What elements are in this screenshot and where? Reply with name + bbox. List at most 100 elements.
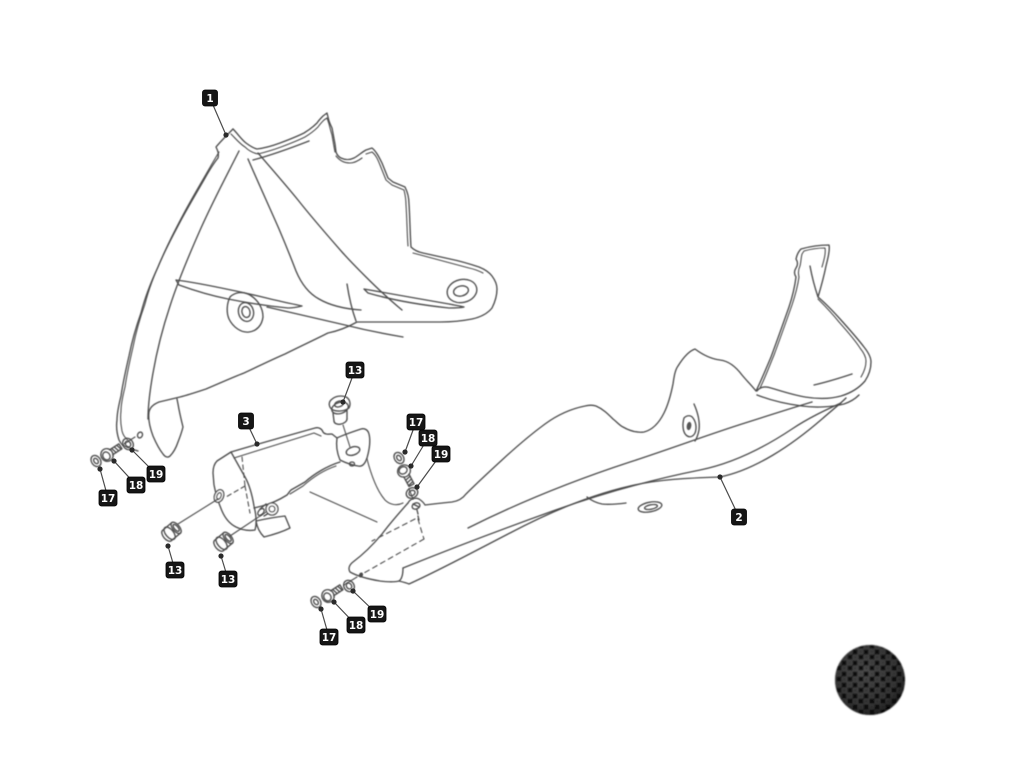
lower-cowl-crease — [467, 401, 813, 529]
callout-18[interactable]: 18 — [331, 599, 366, 634]
callout-anchor-dot — [350, 588, 356, 594]
lower-cowl-bottom-hem — [402, 402, 842, 569]
callout-number: 3 — [242, 416, 249, 428]
bracket-top-edge — [230, 427, 338, 453]
callout-box — [146, 465, 166, 483]
callout-box — [238, 412, 254, 430]
callout-18[interactable]: 18 — [111, 458, 146, 494]
lower-cowl-tip-hole — [358, 572, 364, 578]
callout-2[interactable]: 2 — [717, 474, 747, 526]
upper-cowl-foot-hole — [136, 431, 144, 439]
upper-cowl-left-edge — [115, 128, 234, 452]
callout-anchor-dot — [414, 484, 420, 490]
callout-19[interactable]: 19 — [129, 447, 166, 483]
callout-19[interactable]: 19 — [350, 588, 387, 623]
callout-box — [202, 89, 218, 107]
callout-anchor-dot — [717, 474, 723, 480]
screw-18-left — [97, 440, 125, 465]
lower-cowl-top-edge — [407, 244, 872, 506]
callout-box — [431, 445, 451, 463]
lower-cowl-fin-hem — [759, 247, 867, 389]
upper-cowl-neck-crease — [252, 140, 310, 161]
callout-anchor-dot — [111, 458, 117, 464]
part-lower-cowling[interactable] — [348, 244, 872, 585]
lower-cowl-fin-crease — [813, 373, 853, 386]
callout-anchor-dot — [318, 606, 324, 612]
bracket-small-hole — [348, 461, 356, 467]
callout-number: 13 — [168, 565, 183, 577]
part-mounting-bracket[interactable] — [212, 427, 371, 538]
callout-13[interactable]: 13 — [340, 361, 365, 405]
callout-number: 13 — [348, 365, 363, 377]
callout-anchor-dot — [254, 441, 260, 447]
lower-cowl-fin-fold — [809, 265, 819, 298]
well-nut-13-left — [158, 519, 185, 545]
lower-cowl-teardrop-crease — [693, 403, 700, 442]
bracket-flange-slot — [345, 445, 361, 457]
bracket-bottom-tab — [255, 515, 291, 538]
callout-3[interactable]: 3 — [238, 412, 260, 447]
upper-cowl-outline — [148, 112, 498, 458]
callout-box — [346, 616, 366, 634]
callout-13[interactable]: 13 — [218, 553, 238, 588]
callout-number: 18 — [349, 620, 364, 632]
upper-cowl-sliver-panel — [175, 279, 303, 309]
callout-18[interactable]: 18 — [408, 429, 438, 469]
upper-cowl-top-hem — [230, 117, 409, 247]
screw-18-mid — [394, 461, 418, 489]
callout-13[interactable]: 13 — [165, 543, 185, 579]
callout-box — [406, 413, 426, 431]
callout-number: 19 — [149, 469, 164, 481]
lower-cowl-teardrop-hole — [682, 415, 697, 438]
upper-cowl-lower-crease — [266, 306, 404, 338]
callout-17[interactable]: 17 — [402, 413, 426, 455]
callout-anchor-dot — [223, 132, 229, 138]
bracket-nose — [212, 451, 257, 532]
lower-cowl-check-crease — [586, 496, 627, 506]
well-nut-13-right — [210, 529, 237, 555]
bracket-hidden-lines — [225, 456, 251, 514]
callout-number: 19 — [370, 609, 385, 621]
callout-1[interactable]: 1 — [202, 89, 229, 138]
callout-number: 17 — [322, 632, 337, 644]
bracket-face-slot-line — [289, 465, 337, 495]
fasteners[interactable] — [88, 395, 421, 611]
upper-cowl-slot — [363, 288, 465, 309]
lower-cowl-bottom-edge — [398, 397, 847, 585]
callout-box — [418, 429, 438, 447]
shoulder-screw-13-top — [328, 395, 351, 425]
callout-box — [345, 361, 365, 379]
callout-box — [165, 561, 185, 579]
callout-anchor-dot — [129, 447, 135, 453]
callout-number: 17 — [409, 417, 424, 429]
callout-number: 18 — [129, 480, 144, 492]
callout-17[interactable]: 17 — [318, 606, 339, 646]
callout-number: 1 — [206, 93, 213, 105]
callout-box — [319, 628, 339, 646]
callout-number: 17 — [101, 493, 116, 505]
callout-anchor-dot — [97, 466, 103, 472]
part-upper-cowling[interactable] — [115, 112, 498, 458]
callout-17[interactable]: 17 — [97, 466, 118, 507]
callout-anchor-dot — [218, 553, 224, 559]
callout-anchor-dot — [331, 599, 337, 605]
callout-19[interactable]: 19 — [414, 445, 451, 490]
callout-number: 13 — [221, 574, 236, 586]
bracket-flange — [335, 428, 371, 467]
upper-cowl-grommet — [226, 291, 264, 333]
lower-cowl-hidden-lines — [363, 518, 425, 574]
callout-box — [98, 489, 118, 507]
callout-box — [731, 508, 747, 526]
lower-cowl-tip-screw — [411, 502, 421, 521]
lower-cowl-tip-edge — [348, 502, 409, 583]
bracket-strip-lower-edge — [253, 461, 341, 509]
upper-cowl-arm-hem — [412, 252, 484, 274]
bracket-top-inner-line — [233, 432, 322, 459]
upper-cowl-main-crease — [257, 152, 403, 311]
bracket-face-hole — [257, 502, 279, 517]
callout-box — [218, 570, 238, 588]
upper-cowl-second-crease — [247, 158, 362, 311]
callout-anchor-dot — [402, 449, 408, 455]
